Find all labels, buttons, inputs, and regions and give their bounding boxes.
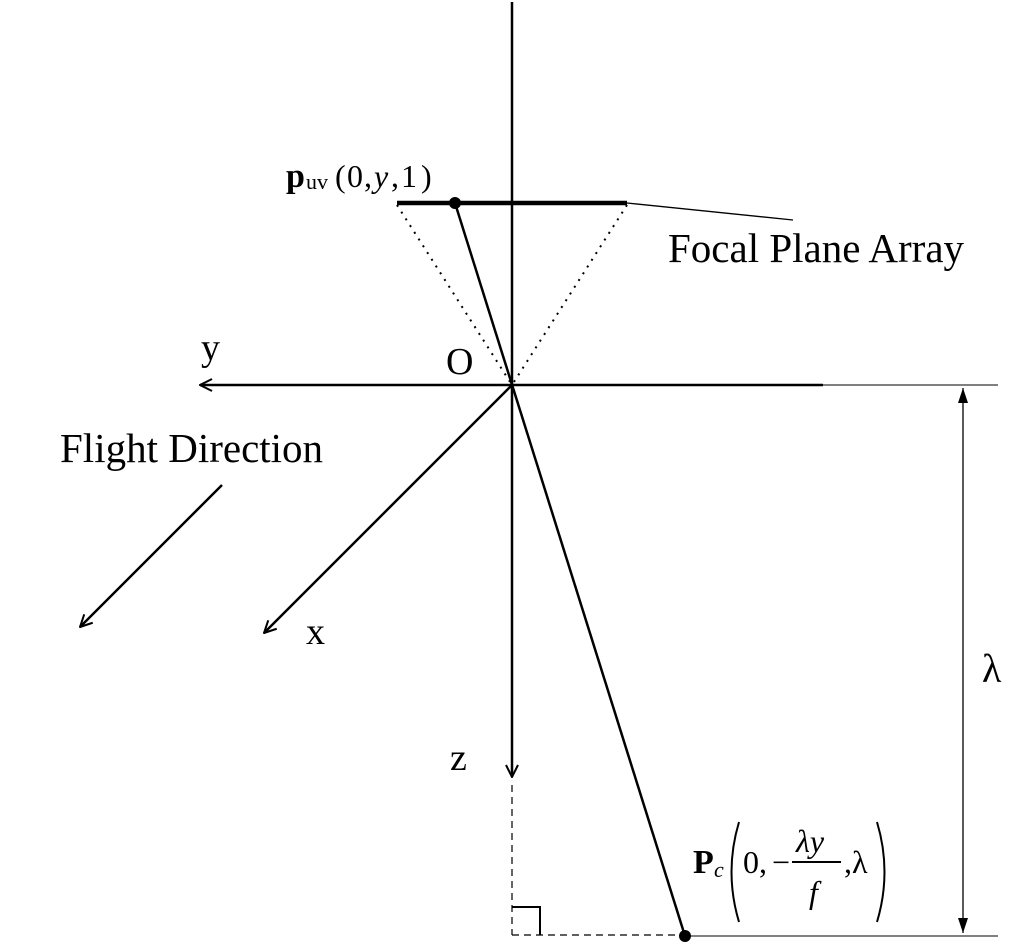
P-coord-3: ,λ: [844, 844, 868, 880]
fov-line-right: [511, 204, 628, 386]
P-symbol: P: [693, 844, 714, 881]
P-frac-denominator: f: [809, 874, 822, 910]
p-symbol: p: [286, 158, 305, 195]
flight-direction-arrow: [80, 484, 223, 627]
origin-label: O: [446, 341, 473, 383]
P-coord-1: 0,: [743, 844, 767, 880]
y-axis-label: y: [201, 327, 220, 369]
focal-plane-array-label: Focal Plane Array: [668, 225, 965, 271]
P-minus: −: [772, 844, 790, 880]
p-comma-1: ,: [364, 158, 372, 194]
p-coord-2: y: [371, 158, 389, 194]
p-subscript: uv: [306, 169, 328, 194]
p-coord-1: 0: [347, 158, 363, 194]
flight-direction-label: Flight Direction: [60, 425, 323, 471]
image-point-label: p uv ( 0 , y , 1 ): [286, 158, 432, 195]
x-axis-label: x: [306, 611, 325, 653]
p-close-paren: ): [421, 158, 432, 194]
ground-point-dot: [679, 930, 691, 942]
p-coord-3: 1: [401, 158, 417, 194]
p-comma-2: ,: [391, 158, 399, 194]
P-subscript: c: [714, 857, 724, 882]
right-angle-marker: [512, 906, 541, 935]
z-axis-label: z: [450, 737, 467, 779]
P-right-bracket: [876, 821, 886, 923]
P-left-bracket: [730, 821, 740, 923]
ground-point-label: P c 0, − λy f ,λ: [693, 821, 886, 923]
projection-ray: [453, 202, 687, 937]
image-point-dot: [449, 197, 461, 209]
x-axis: [264, 384, 513, 633]
P-frac-numerator: λy: [795, 823, 825, 859]
lambda-label: λ: [982, 646, 1002, 691]
p-open-paren: (: [335, 158, 346, 194]
focal-plane-leader-line: [626, 202, 794, 221]
